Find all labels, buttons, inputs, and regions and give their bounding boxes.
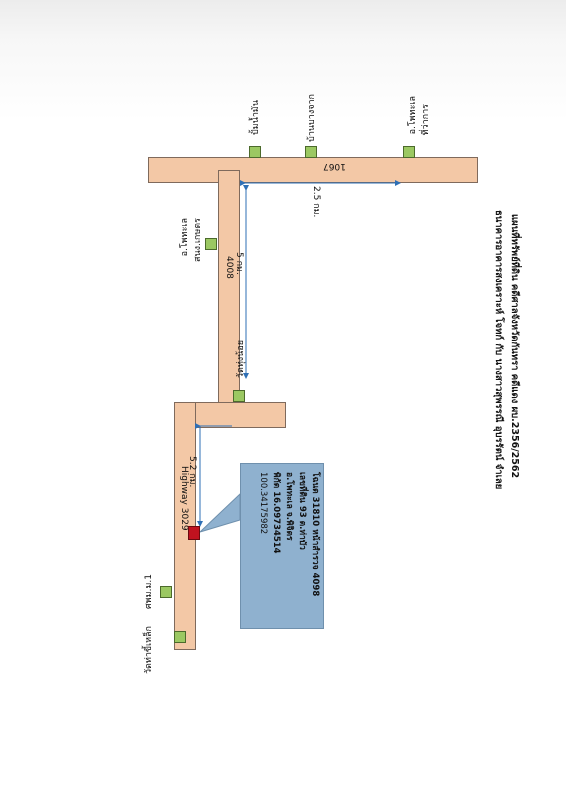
property-deed-line: โฉนด 31810 หน้าสำรวจ 4098: [310, 472, 320, 597]
property-info-box: โฉนด 31810 หน้าสำรวจ 4098 เลขที่ดิน 93 ต…: [240, 463, 324, 629]
landmark-district-office: [403, 146, 415, 158]
road-4008-label: 4008: [224, 256, 234, 279]
property-lon-line: 100.34175982: [258, 472, 268, 535]
gas-station-label: ปั้มน้ำมัน: [251, 100, 261, 135]
district-office-sub-label: อ.โพทะเล: [408, 96, 418, 135]
landmark-moo-1: [160, 586, 172, 598]
distance-2-5km-label: 2.5 กม.: [311, 186, 321, 218]
kaset-office-sub-label: อ.โพทะเล: [180, 218, 190, 257]
ban-nang-chak-label: บ้านบางจาก: [307, 94, 317, 142]
property-lat-line: พิกัด 16.09734514: [271, 472, 281, 554]
wat-thung-noi-label: วัดทุ่งน้อย: [236, 340, 246, 379]
kaset-office-label: สนง.เกษตร: [193, 218, 203, 263]
district-office-label: ที่ว่าการ: [421, 104, 431, 136]
moo-1-label: ศพม.ม.1: [144, 574, 154, 609]
landmark-gas-station: [249, 146, 261, 158]
wat-thap-khlo-label: วัดท่าขี้เหล็ก: [144, 626, 154, 675]
property-district-line: อ.โพทะเล จ.พิจิตร: [284, 472, 294, 541]
landmark-ban-nang-chak: [305, 146, 317, 158]
landmark-wat-thap-khlo: [174, 631, 186, 643]
highway-3029-label: Highway 3029: [179, 466, 189, 531]
map-subtitle: ธนาคารอาคารสงเคราะห์ โจทก์ กับ นางสาวสุพ…: [493, 210, 504, 490]
distance-5km-label: 5 กม.: [234, 252, 244, 275]
landmark-wat-thung-noi: [233, 390, 245, 402]
distance-5-2km-label: 5.2 กม.: [187, 456, 197, 488]
property-marker: [188, 526, 200, 540]
map-title: แผนที่ทรัพย์ที่ดิน คดีศาลจังหวัดกันทรา ค…: [509, 214, 520, 479]
landmark-kaset-office: [205, 238, 217, 250]
property-land-number-line: เลขที่ดิน 93 ต.ท่าบัว: [297, 472, 307, 550]
callout-pointer: [199, 492, 241, 533]
